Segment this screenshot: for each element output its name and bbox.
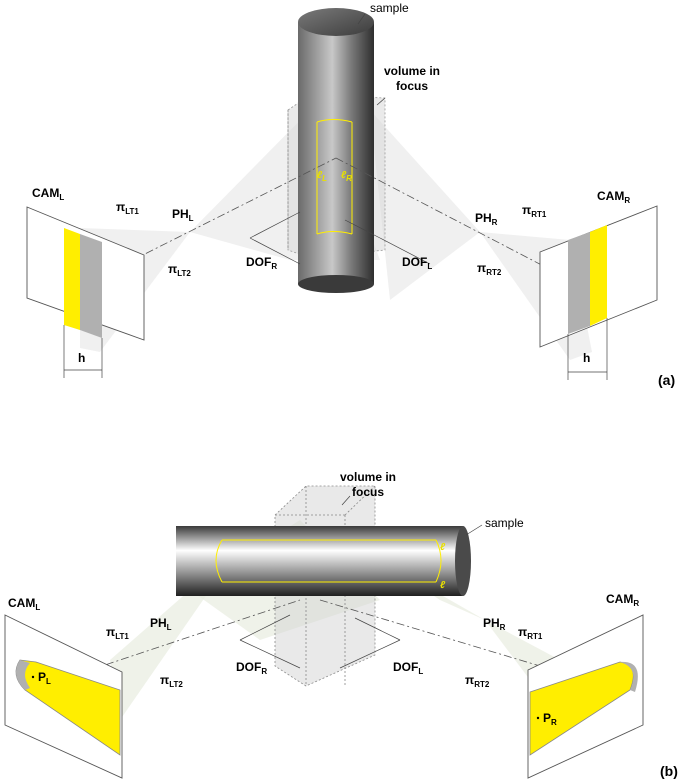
- volume-label-b-2: focus: [352, 485, 384, 499]
- dof-left-label-a: DOFL: [402, 255, 432, 271]
- ph-left-label-a: PHL: [172, 207, 194, 223]
- sample-label-b: sample: [485, 516, 524, 530]
- ph-left-label-b: PHL: [150, 616, 172, 632]
- l-bottom-label-b: ℓ: [440, 580, 446, 591]
- panel-a: ℓL ℓR: [26, 1, 675, 388]
- dof-right-label-b: DOFR: [236, 660, 267, 676]
- cam-left-label-a: CAML: [32, 186, 64, 202]
- sample-label-a: sample: [370, 1, 409, 15]
- camera-left-b: [4, 614, 123, 779]
- cam-right-label-b: CAMR: [606, 592, 639, 608]
- volume-label-a-1: volume in: [384, 64, 440, 78]
- ph-right-label-b: PHR: [483, 616, 506, 632]
- panel-b-tag: (b): [660, 763, 678, 779]
- dof-right-label-a: DOFR: [246, 255, 277, 271]
- dof-left-label-b: DOFL: [393, 660, 423, 676]
- p-right-label-b: PR: [543, 711, 557, 727]
- volume-leader-b: [341, 495, 351, 506]
- dof-brackets-b: [239, 614, 401, 669]
- cam-left-label-b: CAML: [8, 596, 40, 612]
- panel-b: ℓ ℓ sample volume in: [4, 470, 678, 779]
- pi-lt2-label-a: πLT2: [168, 262, 191, 278]
- camera-right-a: [539, 205, 658, 380]
- yellow-lines-a: [316, 119, 353, 235]
- pi-rt2-label-a: πRT2: [477, 261, 502, 277]
- volume-label-b-1: volume in: [340, 470, 396, 484]
- l-top-label-b: ℓ: [440, 542, 446, 553]
- volume-label-a-2: focus: [396, 79, 428, 93]
- yellow-lines-b: [215, 539, 442, 583]
- pi-lt2-label-b: πLT2: [160, 673, 183, 689]
- pi-rt1-label-b: πRT1: [518, 625, 543, 641]
- volume-leader-a: [376, 97, 386, 106]
- pi-lt1-label-a: πLT1: [116, 200, 139, 216]
- camera-right-b: [527, 614, 644, 779]
- h-right-label-a: h: [583, 351, 590, 365]
- l-left-label-a: ℓL: [317, 170, 327, 183]
- cylinder-sample-b: [176, 526, 471, 596]
- cam-right-label-a: CAMR: [597, 189, 630, 205]
- sample-leader-a: [357, 13, 366, 25]
- panel-a-tag: (a): [658, 372, 675, 388]
- h-left-label-a: h: [78, 351, 85, 365]
- camera-left-a: [26, 206, 145, 378]
- ph-right-label-a: PHR: [475, 211, 498, 227]
- sample-leader-b: [465, 524, 483, 536]
- dof-brackets-a: [249, 211, 431, 265]
- p-left-label-b: PL: [38, 670, 51, 686]
- cylinder-sample-a: [298, 8, 374, 293]
- pi-lt1-label-b: πLT1: [106, 625, 129, 641]
- optical-axis-right-a: [335, 157, 581, 286]
- pi-rt1-label-a: πRT1: [522, 203, 547, 219]
- pi-rt2-label-b: πRT2: [465, 673, 490, 689]
- l-right-label-a: ℓR: [341, 170, 352, 183]
